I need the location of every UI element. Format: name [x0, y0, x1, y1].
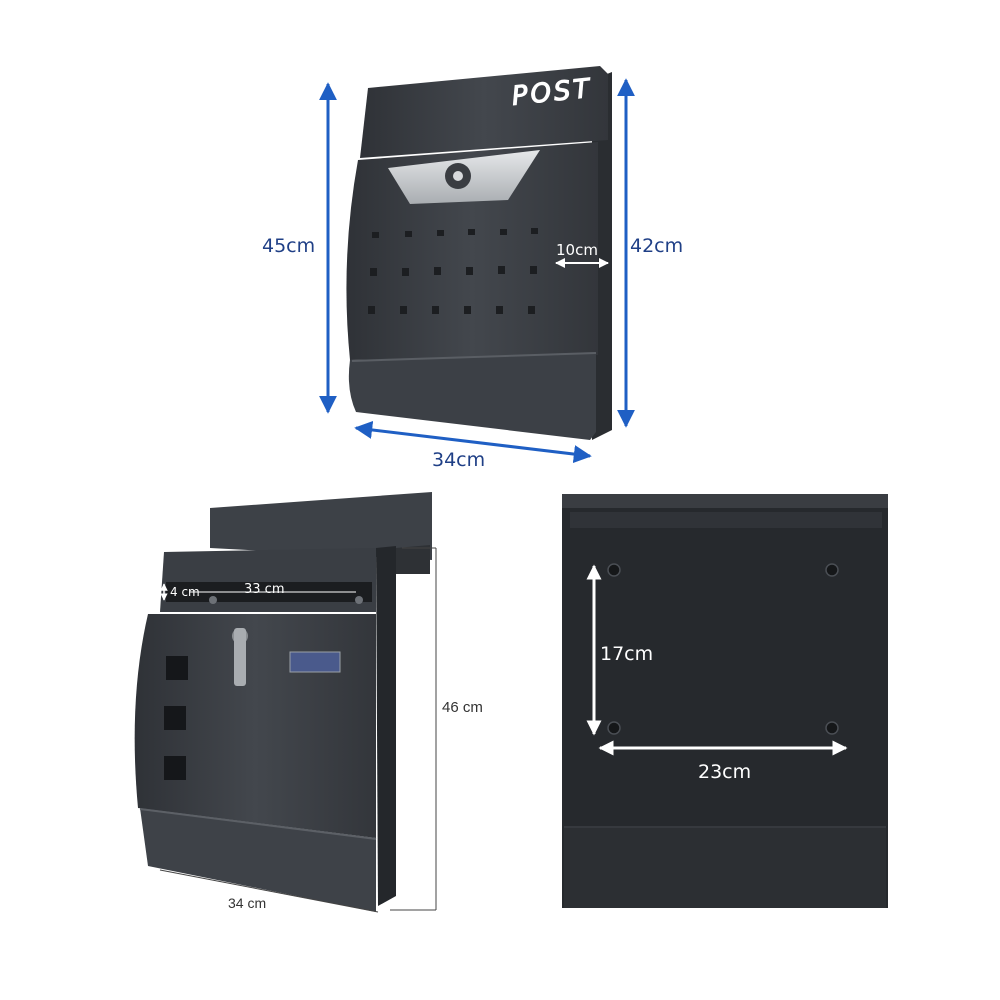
open-height-label: 46 cm [442, 699, 483, 716]
open-bottom-flap [140, 808, 376, 912]
hole-vertical-label: 17cm [600, 643, 653, 665]
raised-lid [210, 492, 432, 560]
open-width-line [159, 869, 379, 913]
front-view: POST 45cm 42cm 10cm 34cm [262, 66, 683, 471]
door-window-2 [164, 706, 186, 730]
mounting-hole-bottom-left [607, 721, 621, 735]
slot-width-label: 33 cm [244, 582, 285, 597]
width-label: 34cm [432, 449, 485, 471]
door-window-3 [164, 756, 186, 780]
side-panel [376, 546, 396, 906]
mounting-hole-top-left [607, 563, 621, 577]
height-label: 45cm [262, 235, 315, 257]
back-lower-panel [564, 826, 886, 908]
width-arrow [354, 420, 592, 464]
back-view: 17cm 23cm [562, 494, 888, 908]
name-tag [289, 651, 341, 673]
hinge-bracket [396, 545, 430, 574]
mailbox-bottom-flap [348, 352, 596, 440]
slot-height-label: 4 cm [170, 585, 200, 599]
depth-label: 10cm [556, 241, 598, 259]
mounting-hole-bottom-right [825, 721, 839, 735]
ventilation-slots [368, 228, 538, 314]
door-window-1 [166, 656, 188, 680]
open-width-label: 34 cm [228, 895, 266, 911]
key-icon [234, 628, 246, 686]
back-top-rim [562, 494, 888, 508]
mailbox-lid [360, 66, 608, 158]
front-height-label: 42cm [630, 235, 683, 257]
mounting-hole-top-right [825, 563, 839, 577]
open-view: 33 cm 4 cm 46 cm 34 cm [134, 492, 483, 913]
hole-horizontal-label: 23cm [698, 761, 751, 783]
slot-frame [160, 548, 376, 612]
